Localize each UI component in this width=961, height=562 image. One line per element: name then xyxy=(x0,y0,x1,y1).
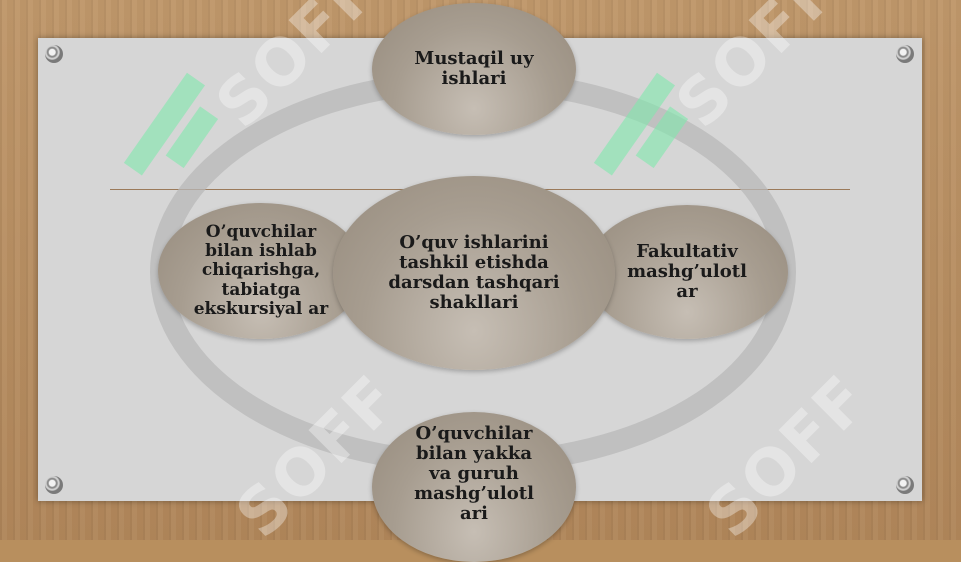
rivet-top-left-icon xyxy=(45,45,63,63)
node-right-label: Fakultativ mashg’ulotl ar xyxy=(627,240,747,303)
node-top-label: Mustaqil uy ishlari xyxy=(414,47,534,89)
node-left-label: O’quvchilar bilan ishlab chiqarishga, ta… xyxy=(193,222,329,319)
node-center: O’quv ishlarini tashkil etishda darsdan … xyxy=(333,176,615,370)
rivet-bottom-right-icon xyxy=(896,476,914,494)
rivet-bottom-left-icon xyxy=(45,476,63,494)
node-center-label: O’quv ishlarini tashkil etishda darsdan … xyxy=(388,231,560,314)
node-right: Fakultativ mashg’ulotl ar xyxy=(586,205,788,339)
node-bottom: O’quvchilar bilan yakka va guruh mashg’u… xyxy=(372,412,576,562)
rivet-top-right-icon xyxy=(896,45,914,63)
node-left: O’quvchilar bilan ishlab chiqarishga, ta… xyxy=(158,203,364,339)
node-top: Mustaqil uy ishlari xyxy=(372,3,576,135)
node-bottom-label: O’quvchilar bilan yakka va guruh mashg’u… xyxy=(414,422,534,525)
